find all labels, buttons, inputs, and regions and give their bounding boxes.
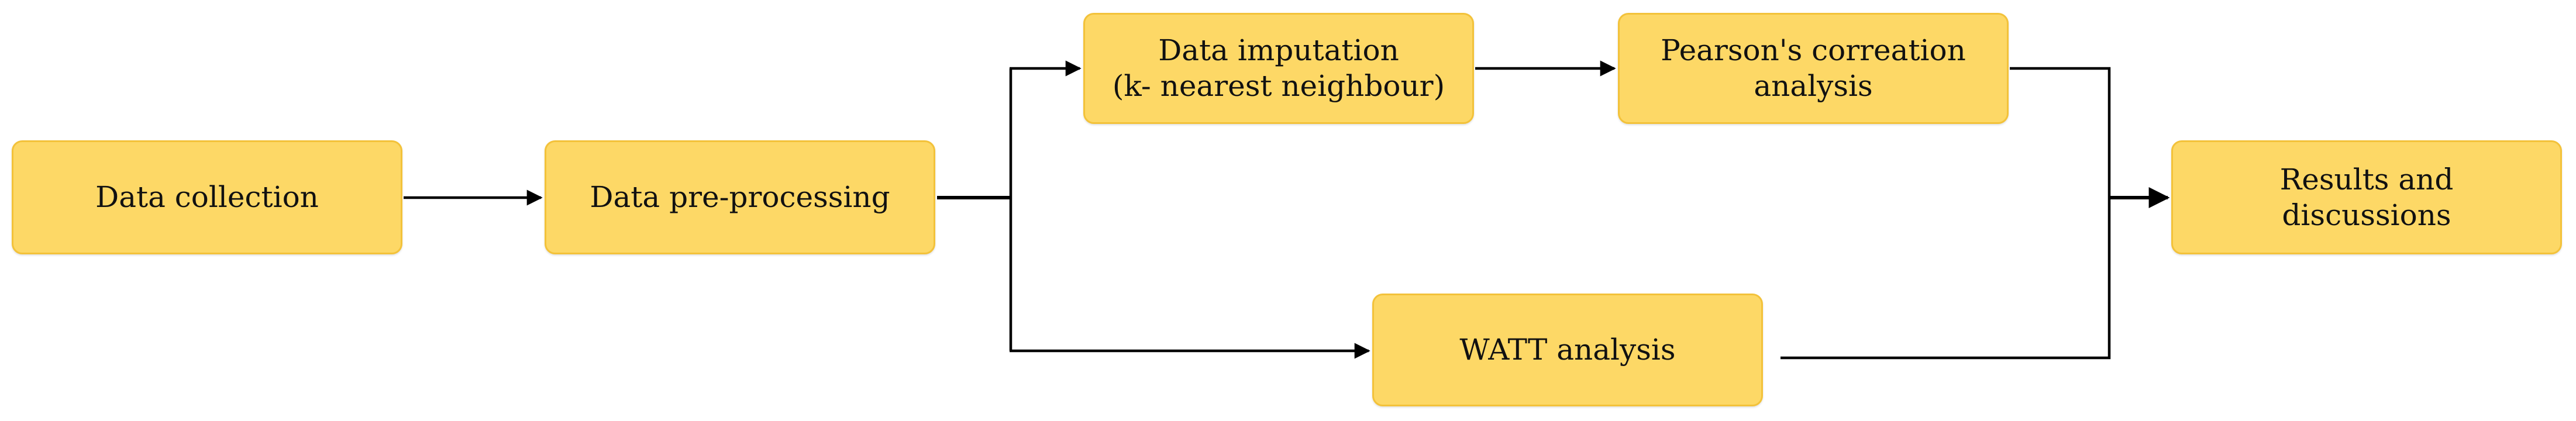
node-data-preprocessing: Data pre-processing: [545, 140, 935, 254]
node-watt-analysis-label: WATT analysis: [1459, 333, 1676, 367]
node-results-discussions: Results and discussions: [2171, 140, 2562, 254]
node-data-collection: Data collection: [12, 140, 402, 254]
node-pearson-analysis-label: Pearson's correation analysis: [1661, 33, 1966, 103]
node-watt-analysis: WATT analysis: [1372, 294, 1763, 406]
node-data-imputation-label: Data imputation (k- nearest neighbour): [1112, 33, 1445, 103]
node-pearson-analysis: Pearson's correation analysis: [1618, 13, 2009, 124]
node-data-collection-label: Data collection: [95, 180, 319, 214]
node-results-discussions-label: Results and discussions: [2279, 162, 2454, 232]
node-data-imputation: Data imputation (k- nearest neighbour): [1083, 13, 1474, 124]
node-data-preprocessing-label: Data pre-processing: [590, 180, 890, 214]
line-pearson-to-merge: [2010, 67, 2111, 198]
line-watt-to-merge: [1781, 198, 2111, 360]
